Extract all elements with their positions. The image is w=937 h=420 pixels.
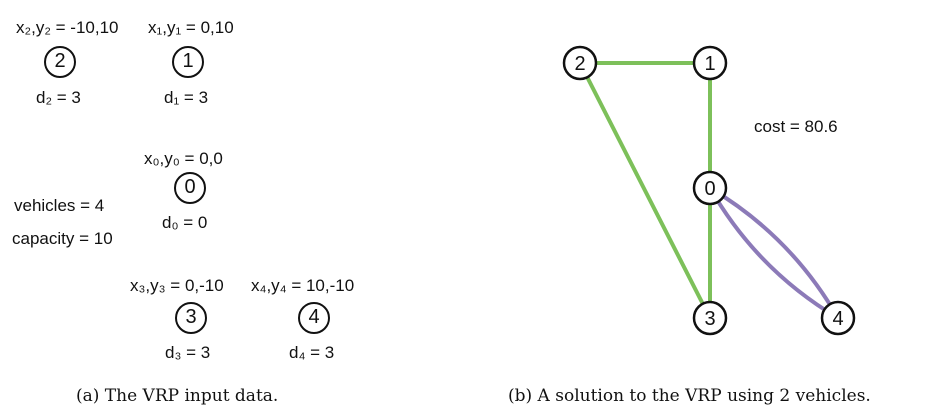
- graph-node-2-circle: [562, 45, 598, 81]
- node-0-coord-label: x₀,y₀ = 0,0: [144, 149, 223, 168]
- route-edges: [578, 61, 840, 320]
- graph-node-3-circle: [692, 300, 728, 336]
- capacity-label: capacity = 10: [12, 229, 113, 248]
- node-0-circle: 0: [174, 172, 206, 204]
- node-2-demand-label: d₂ = 3: [36, 88, 81, 107]
- node-3-circle: 3: [175, 302, 207, 334]
- panel-b-caption: (b) A solution to the VRP using 2 vehicl…: [508, 386, 871, 406]
- graph-node-1-label: 1: [704, 53, 715, 75]
- route-1-edge-0-4: [708, 186, 840, 320]
- node-4-coord-label: x₄,y₄ = 10,-10: [251, 276, 355, 295]
- node-0-demand-label: d₀ = 0: [162, 213, 208, 232]
- node-1-circle: 1: [172, 46, 204, 78]
- graph-node-0-label: 0: [704, 178, 715, 200]
- graph-nodes: 2 1 0 3 4: [562, 45, 856, 336]
- graph-node-2-label: 2: [574, 53, 585, 75]
- node-3-demand-label: d₃ = 3: [165, 343, 211, 362]
- panel-a-caption: (a) The VRP input data.: [76, 386, 279, 406]
- graph-node-1: 1: [692, 45, 728, 81]
- graph-node-4-circle: [820, 300, 856, 336]
- graph-node-0: 0: [692, 170, 728, 206]
- vehicles-label: vehicles = 4: [14, 196, 105, 215]
- graph-node-3: 3: [692, 300, 728, 336]
- node-1-demand-label: d₁ = 3: [164, 88, 209, 107]
- node-1-coord-label: x₁,y₁ = 0,10: [148, 18, 234, 37]
- graph-node-2: 2: [562, 45, 598, 81]
- cost-label: cost = 80.6: [754, 117, 838, 136]
- graph-node-1-circle: [692, 45, 728, 81]
- node-2-coord-label: x₂,y₂ = -10,10: [16, 18, 119, 37]
- route-0-edge-2-3: [578, 61, 712, 320]
- graph-node-4-label: 4: [832, 308, 843, 330]
- node-4-circle: 4: [298, 302, 330, 334]
- node-4-demand-label: d₄ = 3: [289, 343, 335, 362]
- node-2-circle: 2: [44, 46, 76, 78]
- route-1-edge-4-0: [708, 186, 840, 320]
- graph-node-4: 4: [820, 300, 856, 336]
- node-3-coord-label: x₃,y₃ = 0,-10: [130, 276, 224, 295]
- graph-node-0-circle: [692, 170, 728, 206]
- graph-node-3-label: 3: [704, 308, 715, 330]
